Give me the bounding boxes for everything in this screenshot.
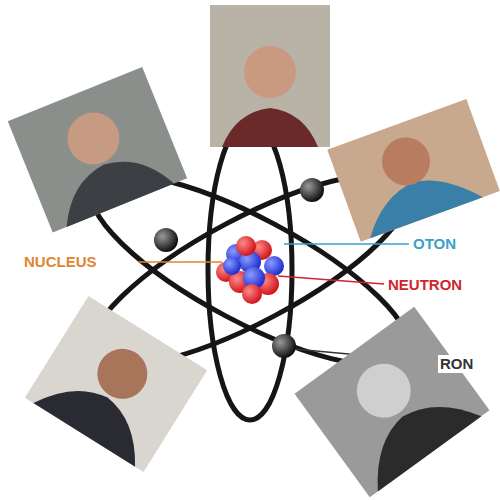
nucleus-symbol: [216, 236, 284, 304]
part-label: NUCLEUS: [22, 253, 99, 271]
part-label: OTON: [411, 235, 458, 253]
part-label: RON: [438, 355, 475, 373]
leader-line: [284, 243, 409, 245]
leader-line: [138, 261, 222, 263]
photo: [8, 67, 187, 233]
photo: [295, 307, 490, 498]
leader-line: [278, 276, 384, 284]
photo: [210, 5, 330, 147]
photo: [327, 99, 500, 242]
photo: [25, 296, 207, 472]
part-label: NEUTRON: [386, 276, 464, 294]
electron-symbol: [154, 178, 324, 358]
